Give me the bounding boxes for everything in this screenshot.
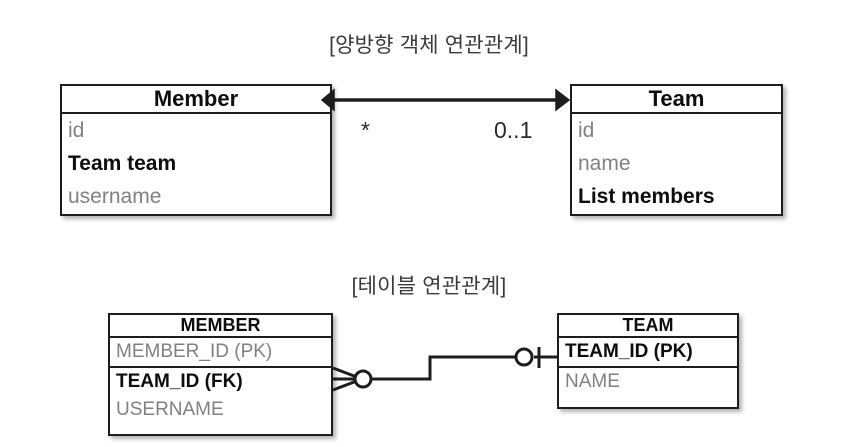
crows-foot-lower-icon [332,377,363,392]
object-diagram-title: [양방향 객체 연관관계] [329,34,529,57]
multiplicity-left: * [361,117,370,143]
er-table-member-keys: MEMBER_ID (PK) [110,338,331,368]
er-column-team-id-pk: TEAM_ID (PK) [565,341,693,362]
er-column-member-id-pk: MEMBER_ID (PK) [116,341,273,362]
crows-foot-upper-icon [332,366,363,381]
uml-class-member-attributes: id Team team username [62,114,330,213]
table-diagram-title: [테이블 연관관계] [351,275,507,298]
uml-class-team[interactable]: Team id name List members [570,84,783,216]
relationship-line [370,355,522,381]
er-table-member-columns: TEAM_ID (FK) USERNAME [110,368,331,424]
er-column-team-id-fk: TEAM_ID (FK) [116,371,243,392]
uml-class-member-name: Member [62,86,330,114]
uml-attribute-username: username [68,185,162,208]
uml-attribute-team-name: name [578,152,631,175]
uml-attribute-team-id: id [578,119,595,142]
uml-attribute-team-team: Team team [68,152,177,175]
uml-class-team-attributes: id name List members [572,114,781,213]
er-table-team-columns: NAME [559,368,737,396]
uml-attribute-list-members: List members [578,185,715,208]
cardinality-zero-circle-left-icon [353,369,373,389]
er-table-team[interactable]: TEAM TEAM_ID (PK) NAME [557,313,739,409]
er-column-username: USERNAME [116,399,224,420]
er-table-team-keys: TEAM_ID (PK) [559,338,737,368]
er-column-name: NAME [565,371,620,392]
arrowhead-right-icon [555,88,571,112]
uml-class-member[interactable]: Member id Team team username [60,84,332,216]
er-table-team-name: TEAM [559,315,737,338]
multiplicity-right: 0..1 [494,117,533,143]
uml-attribute-id: id [68,119,85,142]
cardinality-zero-circle-right-icon [514,347,534,367]
er-table-member[interactable]: MEMBER MEMBER_ID (PK) TEAM_ID (FK) USERN… [108,313,333,436]
uml-class-team-name: Team [572,86,781,114]
er-table-member-name: MEMBER [110,315,331,338]
